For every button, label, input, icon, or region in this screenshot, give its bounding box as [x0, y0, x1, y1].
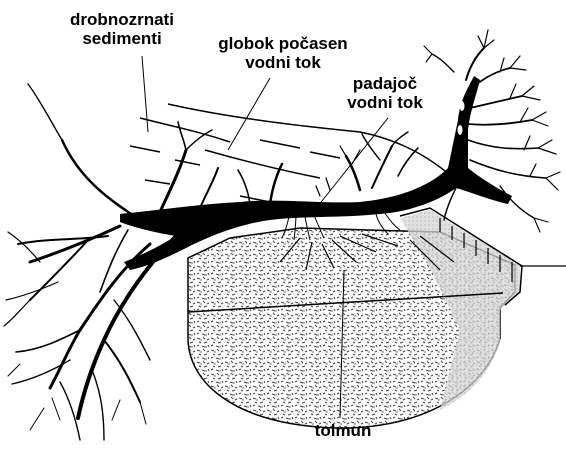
label-deep-slow-stream-line2: vodni tok: [198, 53, 368, 72]
label-falling-stream-line2: vodni tok: [330, 93, 440, 112]
label-deep-slow-stream: globok počasen vodni tok: [198, 34, 368, 72]
label-fine-sediments-line2: sedimenti: [52, 29, 192, 48]
leader-fine-sediments: [142, 56, 148, 132]
branches-left: [4, 84, 218, 440]
label-falling-stream: padajoč vodni tok: [330, 74, 440, 112]
leader-deep-slow-stream: [228, 78, 270, 150]
label-falling-stream-line1: padajoč: [330, 74, 440, 93]
label-fine-sediments-line1: drobnozrnati: [52, 10, 192, 29]
label-fine-sediments: drobnozrnati sedimenti: [52, 10, 192, 48]
label-pool: tolmun: [288, 421, 398, 440]
branches-right: [424, 30, 560, 232]
label-deep-slow-stream-line1: globok počasen: [198, 34, 368, 53]
